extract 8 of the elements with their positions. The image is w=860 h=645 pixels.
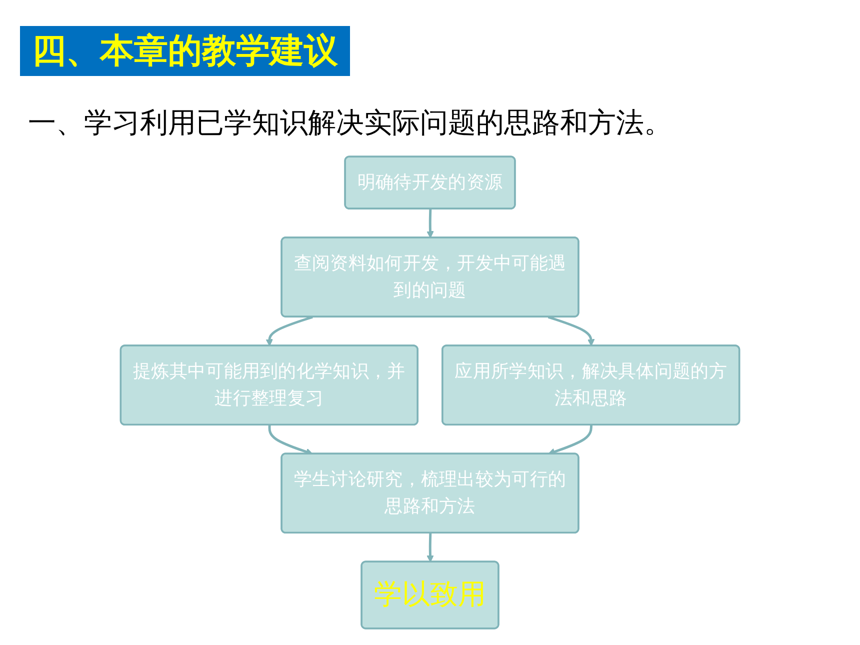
arrow	[268, 425, 313, 456]
arrow	[548, 425, 592, 456]
arrow	[266, 316, 313, 346]
arrow	[426, 208, 434, 238]
title-banner: 四、本章的教学建议	[20, 26, 350, 76]
arrow	[426, 533, 434, 562]
arrow	[548, 316, 595, 346]
subtitle-text: 一、学习利用已学知识解决实际问题的思路和方法。	[28, 105, 673, 141]
